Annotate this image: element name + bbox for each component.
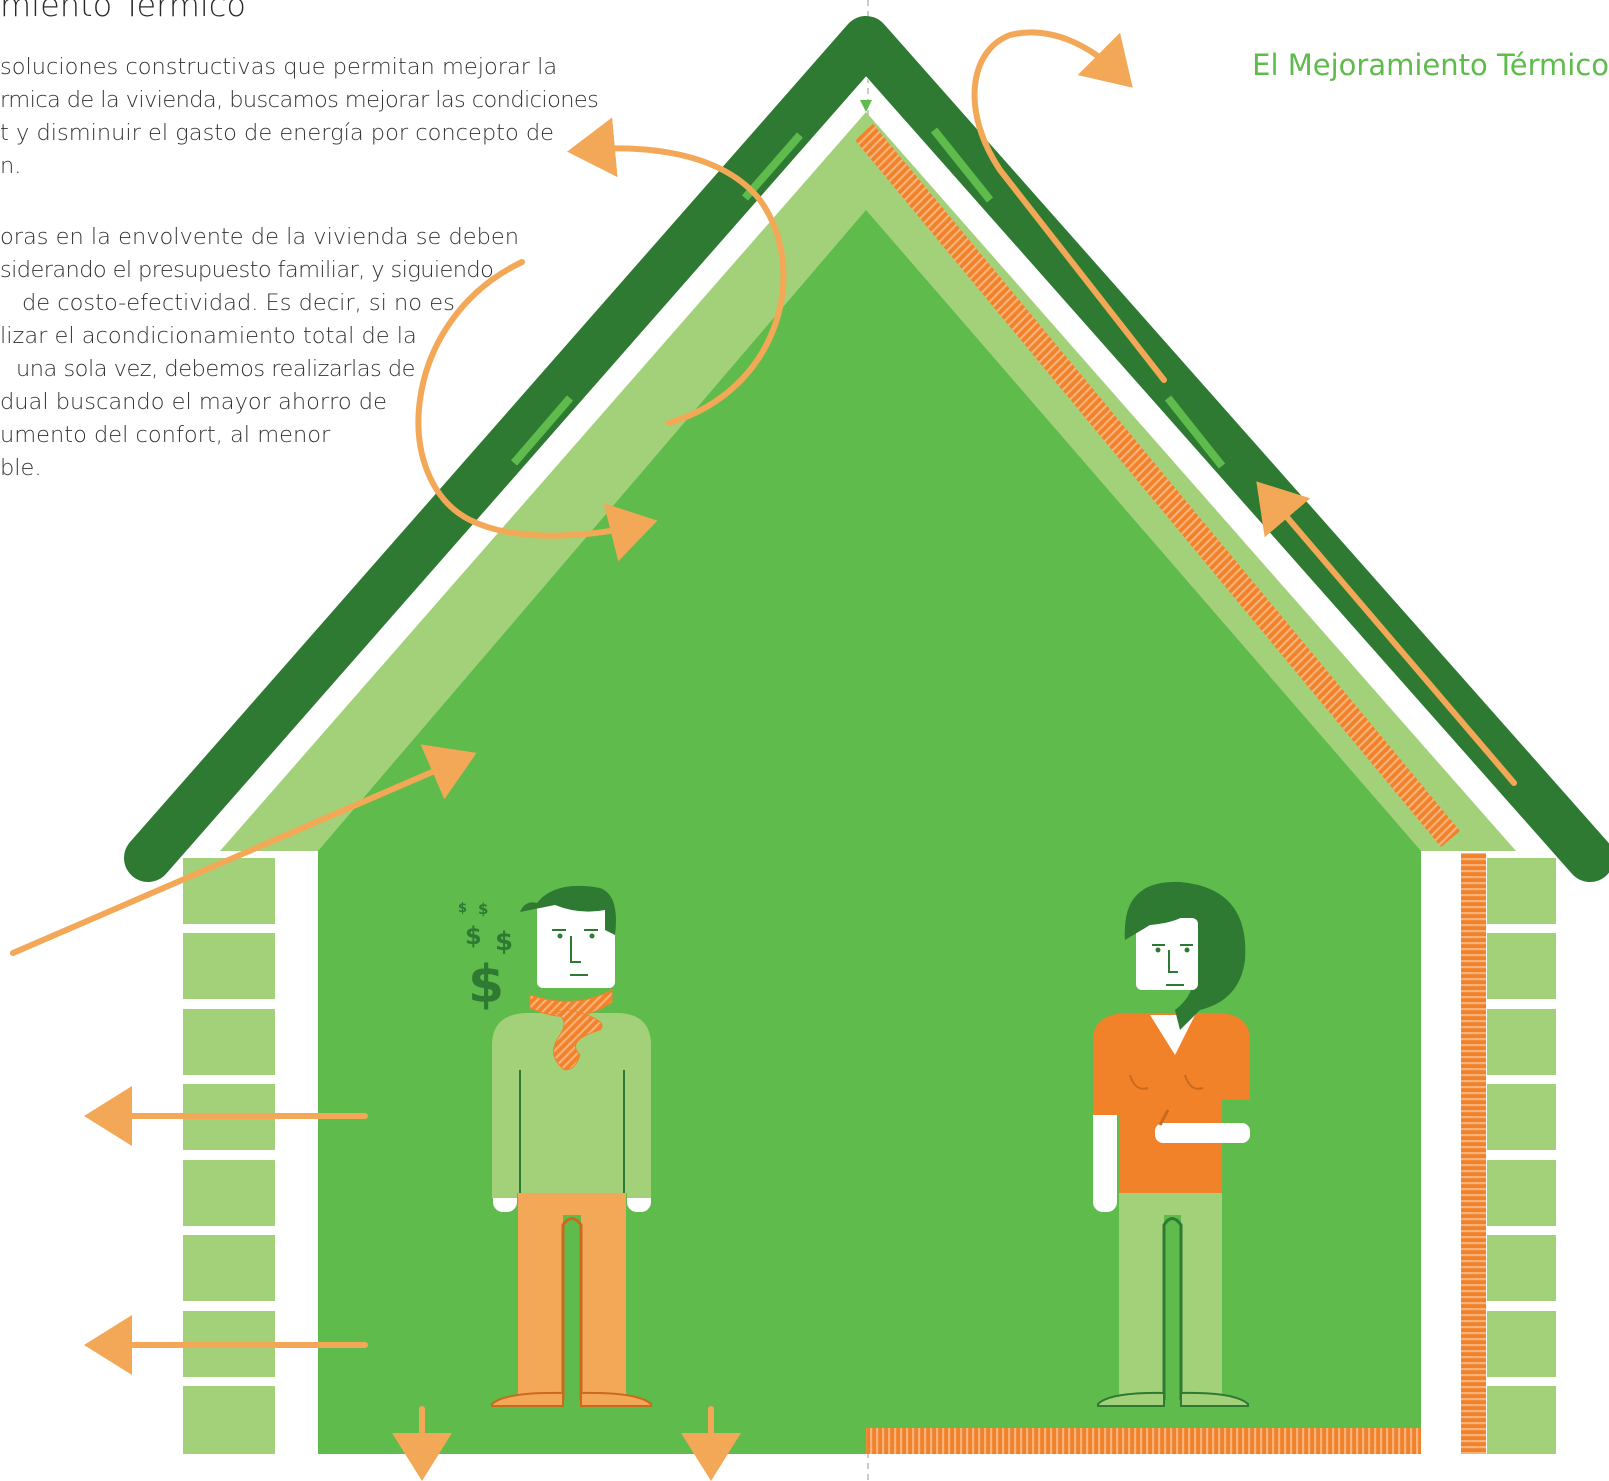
ridge-notch [860,100,872,112]
brick [183,933,275,999]
brick [1487,858,1556,924]
brick [1487,1009,1556,1075]
body-paragraph: oras en la envolvente de la vivienda se … [0,221,519,485]
heat-arrow-icon [1256,481,1517,786]
brick [1487,1311,1556,1377]
left-wall-bricks [183,858,275,1454]
money-symbol: $ [458,901,467,916]
text-line: siderando el presupuesto familiar, y sig… [0,257,494,283]
heat-arrow-icon [567,117,787,426]
text-line: dual buscando el mayor ahorro de [0,389,387,415]
heat-arrow-icon [10,744,477,956]
brick [183,1386,275,1454]
brick [183,1160,275,1226]
brick [183,1009,275,1075]
man-figure: $ $ $ $ $ [458,885,652,1407]
brick [1487,1160,1556,1226]
wall-insulation [1461,853,1486,1454]
money-symbol: $ [495,927,513,957]
intro-paragraph: soluciones constructivas que permitan me… [0,51,599,183]
brick [183,858,275,924]
text-line: oras en la envolvente de la vivienda se … [0,224,519,250]
house-body [220,112,1516,1454]
text-line: rmica de la vivienda, buscamos mejorar l… [0,87,599,113]
floor-insulation [866,1428,1421,1454]
money-symbol: $ [478,900,488,918]
dollar-sign-icon: $ $ $ $ $ [458,900,513,1015]
woman-figure [1093,881,1250,1407]
text-line: soluciones constructivas que permitan me… [0,54,558,80]
heat-arrow-icon [415,259,658,562]
heat-arrows [10,29,1517,1481]
text-line: t y disminuir el gasto de energía por co… [0,120,555,146]
section-title: El Mejoramiento Térmico [1252,48,1609,82]
roof-insulation [855,124,1460,847]
text-line: lizar el acondicionamiento total de la [0,323,417,349]
brick [183,1235,275,1301]
text-line: ble. [0,455,42,481]
right-wall-bricks [1487,858,1556,1454]
page-title: miento Térmico [0,0,246,24]
brick [1487,1084,1556,1150]
text-line: n. [0,153,22,179]
money-symbol: $ [465,922,482,950]
heat-arrow-icon [971,29,1167,383]
brick [1487,1235,1556,1301]
text-line: una sola vez, debemos realizarlas de [16,356,415,382]
scarf-icon [529,989,613,1071]
brick [1487,933,1556,999]
text-line: umento del confort, al menor [0,422,331,448]
text-line: de costo-efectividad. Es decir, si no es [22,290,455,316]
brick [1487,1386,1556,1454]
money-symbol: $ [468,955,504,1015]
